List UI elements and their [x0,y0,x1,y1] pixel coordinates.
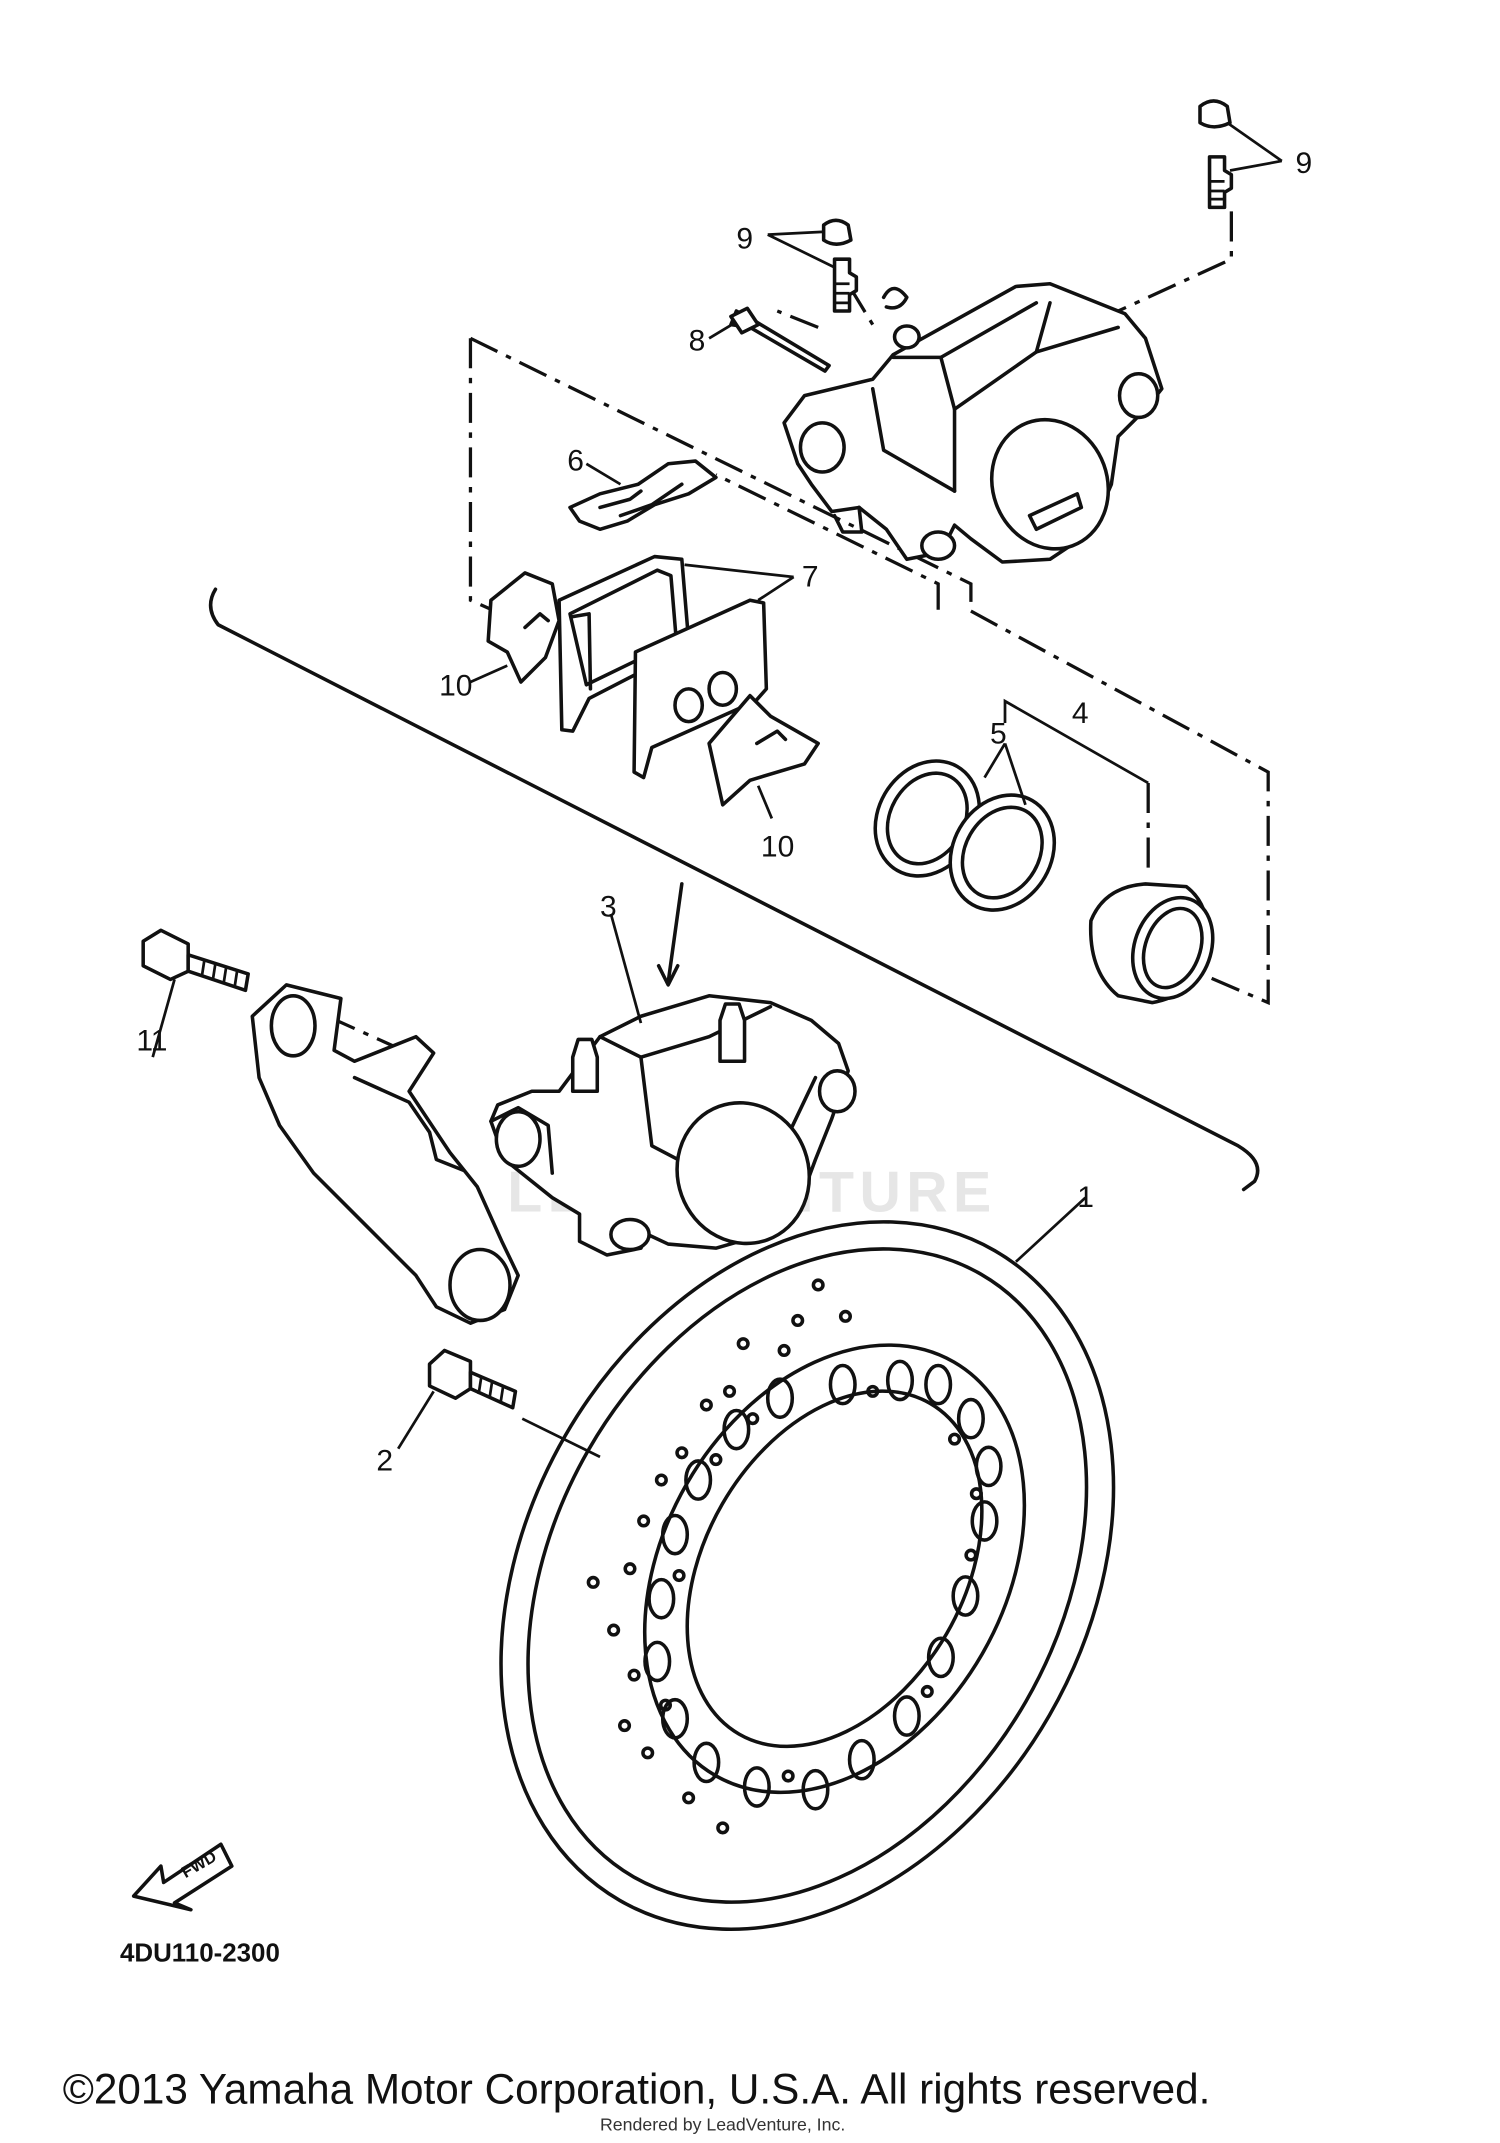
brake-pad-right [632,598,769,780]
part-label-4: 4 [1072,697,1089,730]
part-label-3: 3 [600,891,617,924]
piston-seals [873,742,1057,912]
brake-disc [499,1196,1116,1931]
pad-shim-left [469,571,561,684]
caliper-assembly [489,913,857,1257]
part-label-1: 1 [1077,1181,1094,1214]
part-label-8: 8 [689,325,706,358]
part-label-9-middle: 9 [736,222,753,255]
part-label-9-upper: 9 [1295,147,1312,180]
diagram-code: 4DU110-2300 [120,1940,280,1968]
part-label-10-left: 10 [439,670,472,703]
part-label-11: 11 [136,1024,167,1057]
bracket-bolt [141,928,250,1058]
pad-shim-right [707,693,820,819]
disc-bolt [397,1348,601,1459]
upper-caliper-body [782,281,1164,564]
part-label-10-right: 10 [761,831,794,864]
disc-holes [586,1278,1003,1835]
part-label-2: 2 [376,1444,393,1477]
rendered-by-text: Rendered by LeadVenture, Inc. [600,2115,845,2135]
piston-kit [1003,698,1215,1005]
assembly-arrow [656,882,684,987]
caliper-bracket [250,983,520,1325]
copyright-text: ©2013 Yamaha Motor Corporation, U.S.A. A… [63,2065,1211,2112]
part-label-5: 5 [990,717,1007,750]
leader-lines-9 [767,121,1283,269]
part-label-6: 6 [567,445,584,478]
leader-lines-7 [684,563,795,602]
pad-spring [568,459,718,532]
fwd-arrow-icon: FWD [131,1842,234,1912]
part-label-7: 7 [802,561,819,594]
pad-pin [708,286,909,373]
bleed-screw-cap-upper [1198,99,1234,210]
assembly-bracket-line [208,587,1260,1192]
bleed-screw-cap-middle [821,218,859,313]
